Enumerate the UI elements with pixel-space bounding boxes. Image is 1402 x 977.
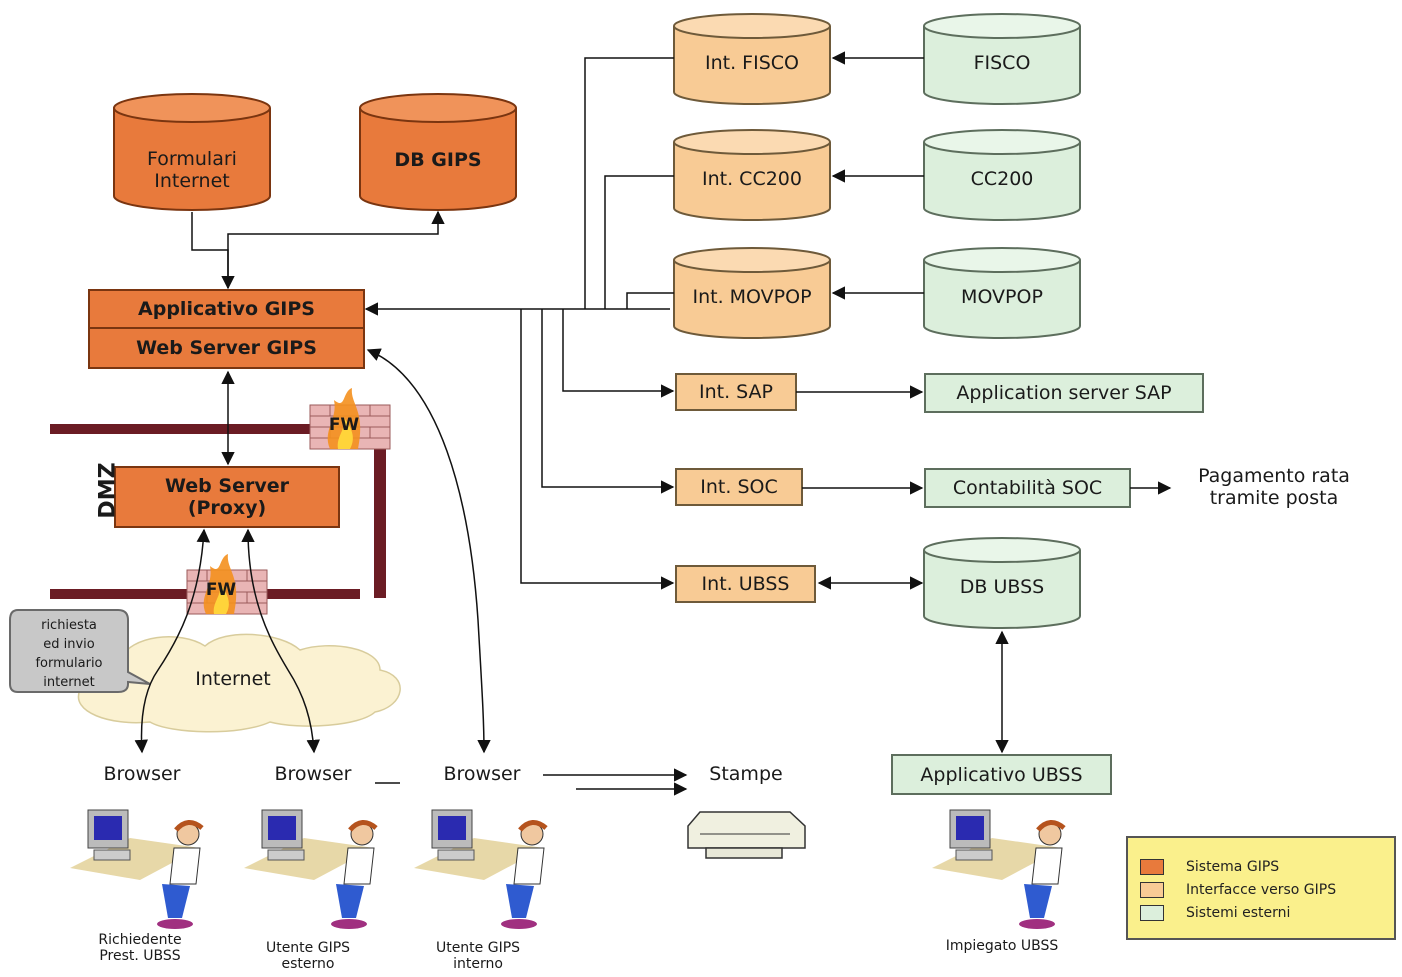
- db-gips: [359, 93, 517, 211]
- web-server-gips-box: [88, 327, 365, 369]
- user-utente-interno-icon: [414, 809, 548, 929]
- user-utente-esterno-icon: [244, 809, 378, 929]
- db-cc200: [923, 129, 1081, 221]
- applicativo-ubss-label: Applicativo UBSS: [920, 763, 1083, 786]
- user-impiegato-label: Impiegato UBSS: [945, 938, 1059, 954]
- legend-swatch: [1140, 859, 1164, 875]
- browser-esterno-label: Browser: [274, 763, 352, 785]
- pagamento-label: Pagamento rata tramite posta: [1198, 465, 1350, 509]
- formulari-label: Formulari Internet: [147, 148, 237, 192]
- db-ubss-label: DB UBSS: [959, 576, 1045, 598]
- contabilita-soc-box: [924, 468, 1131, 508]
- stampe-label: Stampe: [709, 763, 783, 785]
- db-int-movpop: [673, 247, 831, 339]
- user-richiedente-label: Richiedente Prest. UBSS: [98, 932, 182, 964]
- callout-bubble: [9, 609, 151, 693]
- int-soc-box: [675, 468, 803, 506]
- legend-swatch: [1140, 882, 1164, 898]
- user-esterno-label: Utente GIPS esterno: [265, 940, 351, 972]
- user-impiegato-icon: [932, 809, 1066, 929]
- int-fisco-label: Int. FISCO: [705, 52, 799, 74]
- printer-icon: [687, 811, 806, 859]
- cc200-label: CC200: [970, 168, 1034, 190]
- int-soc-label: Int. SOC: [700, 476, 778, 498]
- db-fisco: [923, 13, 1081, 105]
- fisco-label: FISCO: [973, 52, 1031, 74]
- legend-item-sistema-gips: Sistema GIPS: [1140, 858, 1279, 876]
- db-ubss: [923, 537, 1081, 629]
- legend-text: Sistema GIPS: [1186, 859, 1280, 875]
- db-gips-label: DB GIPS: [394, 149, 482, 171]
- app-server-sap-label: Application server SAP: [956, 382, 1172, 404]
- fw-bottom-label: FW: [205, 580, 237, 600]
- connectors: [134, 51, 1172, 796]
- internet-label: Internet: [195, 668, 271, 690]
- int-ubss-box: [675, 565, 816, 603]
- legend-item-sistemi-esterni: Sistemi esterni: [1140, 904, 1290, 922]
- contabilita-soc-label: Contabilità SOC: [952, 477, 1103, 499]
- db-int-fisco: [673, 13, 831, 105]
- legend-item-interfacce: Interfacce verso GIPS: [1140, 881, 1336, 899]
- fw-top-label: FW: [328, 415, 360, 435]
- app-server-sap-box: [924, 373, 1204, 413]
- user-interno-label: Utente GIPS interno: [435, 940, 521, 972]
- browser-richiedente-label: Browser: [103, 763, 181, 785]
- callout-label: richiesta ed invio formulario internet: [35, 618, 103, 690]
- web-server-proxy-label: Web Server (Proxy): [165, 475, 289, 519]
- movpop-label: MOVPOP: [961, 286, 1043, 308]
- int-movpop-label: Int. MOVPOP: [692, 286, 812, 308]
- user-richiedente-icon: [70, 809, 204, 929]
- legend-text: Interfacce verso GIPS: [1186, 882, 1337, 898]
- int-cc200-label: Int. CC200: [702, 168, 802, 190]
- web-server-proxy-box: [114, 466, 340, 528]
- legend-text: Sistemi esterni: [1186, 905, 1291, 921]
- applicativo-gips-box: [88, 289, 365, 329]
- dmz-label: DMZ: [95, 462, 121, 519]
- legend: Sistema GIPS Interfacce verso GIPS Siste…: [1126, 836, 1396, 940]
- applicativo-ubss-box: [891, 754, 1112, 795]
- db-formulari-internet: [113, 93, 271, 211]
- int-ubss-label: Int. UBSS: [701, 573, 790, 595]
- web-server-gips-label: Web Server GIPS: [136, 337, 317, 359]
- int-sap-label: Int. SAP: [698, 381, 774, 403]
- db-movpop: [923, 247, 1081, 339]
- db-int-cc200: [673, 129, 831, 221]
- browser-interno-label: Browser: [443, 763, 521, 785]
- applicativo-gips-label: Applicativo GIPS: [138, 298, 315, 320]
- int-sap-box: [675, 373, 797, 411]
- legend-swatch: [1140, 905, 1164, 921]
